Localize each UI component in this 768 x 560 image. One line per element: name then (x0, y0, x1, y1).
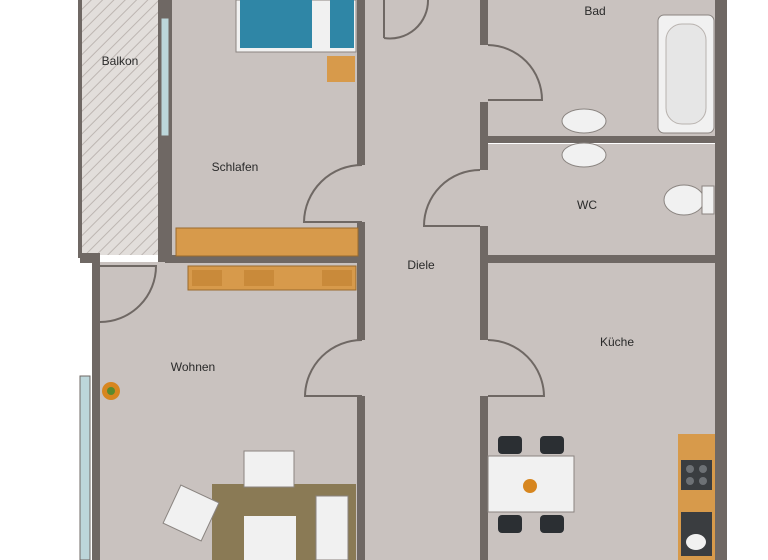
armchair-left (162, 484, 220, 542)
stove-burner-icon (699, 465, 707, 473)
living-window (79, 375, 91, 560)
walls (80, 0, 727, 560)
table-decoration-icon (523, 479, 537, 493)
bed-blanket-left (240, 0, 312, 48)
armchair-top (243, 450, 295, 488)
stove-burner-icon (686, 465, 694, 473)
balcony-railing (78, 0, 82, 258)
wc-sink (561, 142, 607, 168)
stove (681, 460, 712, 490)
bed-blanket-right (330, 0, 354, 48)
dining-chairs (498, 436, 564, 533)
balcony-area (80, 0, 158, 255)
armchair-right (315, 495, 349, 560)
coffee-table (244, 516, 296, 560)
room-label-kueche: Küche (600, 335, 634, 349)
nightstand (327, 56, 355, 82)
bathtub-inner (665, 23, 707, 125)
plant-leaves-icon (107, 387, 115, 395)
room-label-diele: Diele (407, 258, 435, 272)
stove-burner-icon (686, 477, 694, 485)
sofa-cushions (192, 270, 352, 286)
toilet-tank (701, 185, 715, 215)
wardrobe (175, 227, 359, 257)
room-label-wc: WC (577, 198, 597, 212)
room-label-balkon: Balkon (102, 54, 139, 68)
kitchen-sink-basin (686, 534, 706, 550)
door-swings (99, 0, 546, 397)
bathroom-sink (561, 108, 607, 134)
stove-burner-icon (699, 477, 707, 485)
toilet-bowl (663, 184, 705, 216)
hallway-floor (362, 0, 487, 560)
room-label-wohnen: Wohnen (171, 360, 215, 374)
room-label-bad: Bad (584, 4, 605, 18)
bedroom-window (160, 17, 170, 137)
room-label-schlafen: Schlafen (212, 160, 259, 174)
